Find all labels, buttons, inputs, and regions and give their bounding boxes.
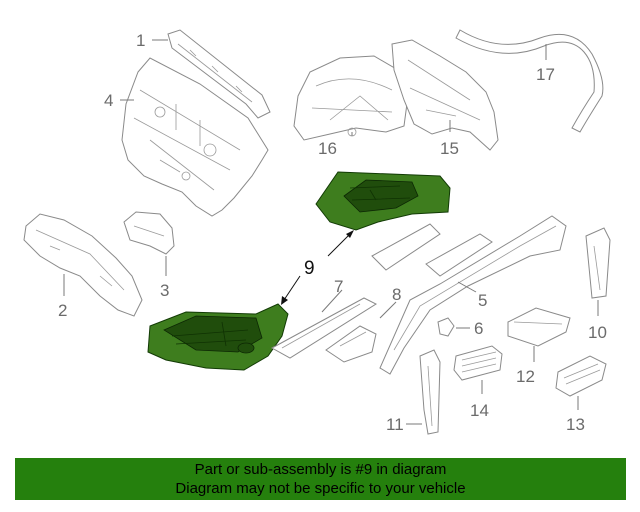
- part-8-bracket[interactable]: [325, 325, 377, 363]
- callout-13: 13: [566, 415, 585, 434]
- callout-7: 7: [334, 277, 343, 296]
- banner-line-1: Part or sub-assembly is #9 in diagram: [194, 461, 447, 478]
- part-7-upper-member[interactable]: [371, 223, 441, 271]
- part-4-dash-panel[interactable]: [121, 57, 269, 217]
- part-5-rail[interactable]: [379, 215, 567, 375]
- part-9-upper-highlighted[interactable]: [315, 171, 451, 231]
- callout-2: 2: [58, 301, 67, 320]
- callout-4: 4: [104, 91, 113, 110]
- banner-line-2: Diagram may not be specific to your vehi…: [175, 480, 466, 497]
- part-9-lower-highlighted[interactable]: [147, 303, 289, 371]
- callout-9: 9: [304, 258, 315, 279]
- part-3-bracket[interactable]: [123, 211, 175, 255]
- callout-15: 15: [440, 139, 459, 158]
- callout-6: 6: [474, 319, 483, 338]
- part-14-filter[interactable]: [453, 345, 503, 381]
- callout-14: 14: [470, 401, 489, 420]
- part-12-module[interactable]: [507, 307, 571, 347]
- parts-diagram: 1 4 2 3 16 15 17: [23, 29, 611, 435]
- callout-17: 17: [536, 65, 555, 84]
- part-1-cowl-bar[interactable]: [167, 29, 271, 119]
- part-10-bracket[interactable]: [585, 227, 611, 299]
- part-16-wheelhouse[interactable]: [293, 55, 409, 141]
- callout-11: 11: [386, 415, 404, 434]
- part-17-seal-strip[interactable]: [455, 29, 604, 133]
- info-banner: Part or sub-assembly is #9 in diagram Di…: [15, 458, 626, 500]
- part-11-post[interactable]: [419, 349, 441, 435]
- part-2-front-rail[interactable]: [23, 213, 143, 317]
- part-8-member[interactable]: [425, 233, 493, 277]
- part-7-reinforcement[interactable]: [270, 297, 378, 359]
- callout-16: 16: [318, 139, 337, 158]
- callout-5: 5: [478, 291, 487, 310]
- callout-12: 12: [516, 367, 535, 386]
- part-15-inner-panel[interactable]: [391, 39, 499, 151]
- callout-8: 8: [392, 285, 401, 304]
- callout-3: 3: [160, 281, 169, 300]
- callout-1: 1: [136, 31, 145, 50]
- part-13-grille[interactable]: [555, 355, 607, 397]
- callout-10: 10: [588, 323, 607, 342]
- part-6-clip[interactable]: [437, 317, 455, 337]
